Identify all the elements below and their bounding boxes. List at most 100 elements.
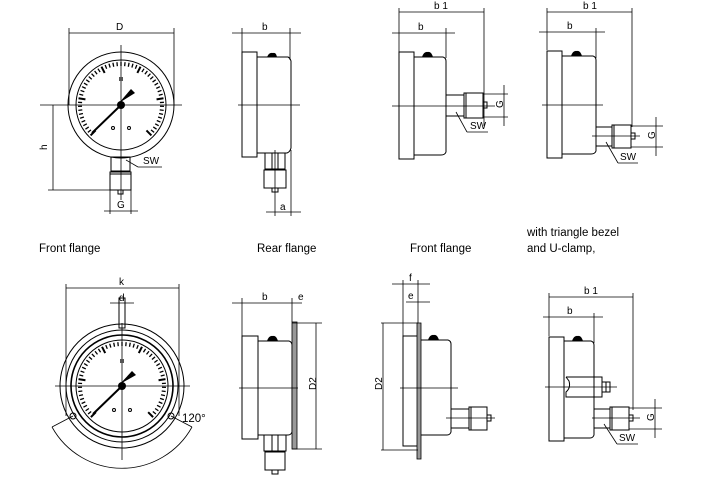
dial-tick bbox=[78, 109, 83, 112]
dial-tick bbox=[105, 344, 108, 350]
dial-tick bbox=[153, 359, 158, 364]
dial-tick bbox=[156, 86, 161, 89]
dial-tick bbox=[97, 68, 101, 73]
dial-tick bbox=[152, 410, 157, 415]
dim-label-b1: b 1 bbox=[583, 1, 597, 12]
dial-tick bbox=[159, 397, 165, 401]
angle-label: 120° bbox=[182, 413, 206, 425]
side-back-view-1: b 1 b G SW bbox=[392, 1, 508, 160]
dial-tick bbox=[154, 407, 159, 412]
bezel-side bbox=[241, 51, 258, 158]
dial-tick bbox=[156, 404, 161, 408]
caption-front-flange-2: Front flange bbox=[410, 243, 471, 255]
dim-label-D: D bbox=[116, 22, 123, 33]
dial-tick bbox=[83, 123, 88, 127]
u-clamp-view: b 1 b G SW bbox=[543, 286, 662, 445]
dial-tick bbox=[134, 64, 138, 69]
dim-label-b1: b 1 bbox=[434, 1, 448, 12]
dial-tick bbox=[128, 342, 131, 347]
rear-flange-plate bbox=[291, 321, 298, 450]
dim-label-G: G bbox=[646, 413, 657, 421]
dial-tick bbox=[79, 93, 84, 96]
dial-tick bbox=[87, 129, 92, 133]
dial-tick bbox=[78, 394, 84, 397]
dial-tick bbox=[79, 116, 85, 119]
dial-tick bbox=[160, 374, 165, 377]
dial-tick bbox=[78, 112, 84, 116]
dim-label-SW: SW bbox=[619, 433, 636, 444]
dial-tick bbox=[152, 79, 157, 83]
front-gauge-view: D SW h G bbox=[39, 22, 182, 214]
dial-tick bbox=[112, 62, 115, 67]
dial-tick bbox=[157, 116, 163, 119]
dial-tick bbox=[141, 68, 145, 73]
dial-tick bbox=[145, 129, 153, 137]
dim-label-SW: SW bbox=[143, 156, 160, 167]
u-clamp bbox=[565, 376, 603, 398]
dial-tick bbox=[159, 109, 164, 112]
dial-tick bbox=[78, 390, 83, 393]
dial-tick bbox=[156, 97, 164, 101]
logo-mark bbox=[119, 77, 123, 81]
dial-tick bbox=[132, 343, 135, 348]
front-flange-gauge-view: k d 120° bbox=[51, 277, 206, 469]
dial-tick bbox=[113, 342, 116, 347]
dial-tick bbox=[142, 348, 147, 353]
dial-tick bbox=[146, 350, 150, 355]
dial-tick bbox=[79, 374, 84, 377]
dim-label-G: G bbox=[647, 131, 658, 139]
dial-tick bbox=[159, 370, 164, 374]
dial-tick bbox=[156, 363, 161, 367]
dial-tick bbox=[91, 353, 96, 358]
dim-label-a: a bbox=[280, 202, 286, 213]
dial-tick bbox=[85, 126, 90, 130]
dim-label-b: b bbox=[567, 21, 573, 32]
dial-tick bbox=[81, 119, 86, 123]
dial-tick bbox=[94, 70, 98, 75]
dial-tick bbox=[81, 366, 87, 370]
dial-tick bbox=[80, 370, 85, 374]
side-back-view-2: b 1 b G SW bbox=[539, 1, 663, 164]
dial-tick bbox=[154, 82, 159, 86]
dial-tick bbox=[147, 411, 154, 418]
dial-ticks bbox=[78, 342, 166, 418]
dim-label-e: e bbox=[408, 291, 414, 302]
dim-label-f: f bbox=[409, 273, 412, 284]
dim-label-SW: SW bbox=[470, 121, 487, 132]
dim-label-b: b bbox=[262, 22, 268, 33]
dial-tick bbox=[131, 63, 134, 68]
dial-tick bbox=[94, 350, 98, 355]
caption-u-clamp-line1: with triangle bezel bbox=[526, 227, 619, 239]
dial-tick bbox=[158, 378, 166, 382]
caption-front-flange-1: Front flange bbox=[39, 243, 100, 255]
dim-label-d: d bbox=[119, 293, 125, 304]
dial-tick bbox=[91, 73, 95, 78]
dial-tick bbox=[158, 93, 163, 96]
dial-tick bbox=[101, 346, 107, 354]
dial-tick bbox=[151, 356, 156, 361]
dial-tick bbox=[144, 70, 148, 75]
caption-u-clamp-line2: and U-clamp, bbox=[527, 243, 595, 255]
dial-tick bbox=[97, 348, 102, 353]
dial-tick bbox=[148, 353, 153, 358]
rear-flange-view: b e D2 bbox=[232, 292, 322, 475]
dim-label-b: b bbox=[418, 22, 424, 33]
dial-tick bbox=[100, 66, 106, 74]
dial-tick bbox=[152, 126, 157, 130]
dial-tick bbox=[157, 89, 162, 93]
front-flange-view: f e D2 bbox=[374, 273, 495, 460]
dial-tick bbox=[127, 62, 130, 67]
dim-label-D2: D2 bbox=[374, 377, 385, 390]
dial-tick bbox=[85, 79, 90, 83]
dial-tick bbox=[149, 76, 154, 80]
dial-tick bbox=[78, 97, 86, 101]
dial-tick bbox=[158, 401, 163, 405]
dim-label-k: k bbox=[119, 277, 125, 288]
dial-tick bbox=[88, 76, 93, 80]
dial-tick bbox=[137, 346, 143, 354]
dial-tick bbox=[83, 363, 88, 367]
front-flange-plate bbox=[416, 322, 422, 460]
dial-tick bbox=[157, 366, 163, 370]
mount-hole bbox=[69, 412, 77, 420]
